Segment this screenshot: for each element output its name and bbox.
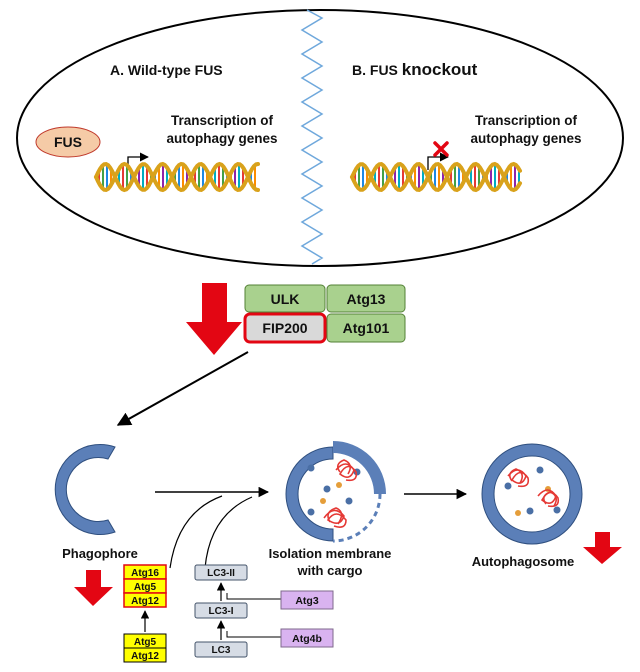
arrow-to-phagophore bbox=[116, 351, 249, 426]
block-x-icon bbox=[433, 141, 449, 157]
atg13-box bbox=[326, 284, 406, 313]
atg16-atg5-atg12-complex: Atg16 Atg5 Atg12 bbox=[123, 564, 167, 608]
fus-protein bbox=[35, 126, 101, 158]
zigzag-divider bbox=[300, 9, 324, 265]
panel-b-caption-2: autophagy genes bbox=[470, 131, 581, 146]
panel-a-caption-1: Transcription of bbox=[171, 113, 274, 128]
atg101-label: Atg101 bbox=[343, 320, 390, 336]
isolation-membrane bbox=[285, 441, 386, 543]
atg3-box bbox=[280, 590, 334, 610]
ulk-box bbox=[244, 284, 326, 313]
blocked-transcription-arrow bbox=[427, 152, 449, 170]
down-arrow-red-autophagosome bbox=[583, 532, 622, 564]
lc3-ii-label: LC3-II bbox=[207, 568, 235, 579]
panel-b-caption-1: Transcription of bbox=[475, 113, 578, 128]
phagophore-shape bbox=[54, 444, 116, 535]
fip200-box bbox=[243, 312, 327, 344]
atg12-lower-label: Atg12 bbox=[131, 651, 159, 662]
dna-strand bbox=[94, 161, 260, 193]
cargo-in-isolation bbox=[307, 459, 361, 528]
atg16-label: Atg16 bbox=[131, 568, 159, 579]
atg3-label: Atg3 bbox=[295, 595, 318, 607]
dna-strand bbox=[350, 161, 522, 193]
panel-a-caption-2: autophagy genes bbox=[166, 131, 277, 146]
atg4b-label: Atg4b bbox=[292, 633, 322, 645]
down-arrow-red-large bbox=[186, 283, 242, 355]
lc3-i-box bbox=[194, 602, 248, 619]
curve-lc3-to-isolation bbox=[204, 496, 253, 569]
lc3-ii-box bbox=[194, 564, 248, 581]
atg4b-to-pathway-line bbox=[226, 631, 281, 638]
top-ellipse bbox=[16, 9, 624, 267]
atg12-label: Atg12 bbox=[131, 596, 159, 607]
isolation-label-2: with cargo bbox=[296, 563, 362, 578]
atg5-atg12-complex: Atg5 Atg12 bbox=[123, 633, 167, 663]
atg101-box bbox=[326, 313, 406, 343]
dna-helix-wild-type bbox=[94, 161, 260, 193]
panel-b-title: B. FUS knockout bbox=[352, 60, 478, 79]
atg4b-box bbox=[280, 628, 334, 648]
down-arrow-red-atg bbox=[74, 570, 113, 606]
dna-helix-knockout bbox=[350, 161, 522, 193]
atg13-label: Atg13 bbox=[347, 291, 386, 307]
autophagosome-label: Autophagosome bbox=[472, 554, 575, 569]
panel-a-title: A. Wild-type FUS bbox=[110, 62, 223, 78]
lc3-i-label: LC3-I bbox=[209, 606, 234, 617]
atg3-to-pathway-line bbox=[226, 593, 281, 600]
lc3-box bbox=[194, 641, 248, 658]
ulk-label: ULK bbox=[271, 291, 300, 307]
dna-strand bbox=[94, 161, 260, 193]
fus-label: FUS bbox=[54, 134, 82, 150]
isolation-label-1: Isolation membrane bbox=[269, 546, 392, 561]
fip200-label: FIP200 bbox=[262, 320, 307, 336]
autophagosome-inner bbox=[493, 455, 571, 533]
phagophore-label: Phagophore bbox=[62, 546, 138, 561]
atg5-label: Atg5 bbox=[134, 582, 157, 593]
curve-atg-to-isolation bbox=[169, 495, 223, 569]
atg5-lower-label: Atg5 bbox=[134, 637, 157, 648]
cargo-in-autophagosome bbox=[504, 466, 561, 516]
dna-strand bbox=[350, 161, 522, 193]
lc3-label: LC3 bbox=[212, 645, 231, 656]
